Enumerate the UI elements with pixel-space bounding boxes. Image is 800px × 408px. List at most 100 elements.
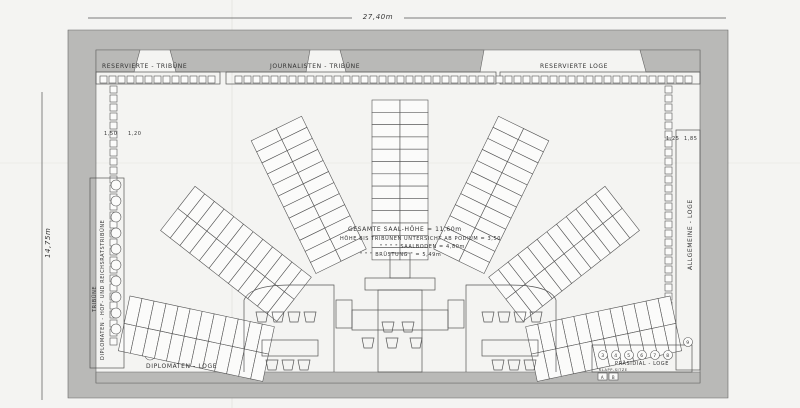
folding-seat (597, 372, 608, 381)
seat (207, 75, 216, 84)
desk (297, 359, 311, 371)
presidial-box-label: PRÄSIDIAL - LOGE (615, 360, 669, 367)
seat (335, 237, 367, 262)
seat (621, 75, 630, 84)
seat (468, 75, 477, 84)
diplomat-box-label: DIPLOMATEN - LOGE (146, 363, 217, 370)
seat (664, 85, 673, 94)
presidial-seat (650, 350, 660, 360)
seat (664, 211, 673, 220)
presidial-seat-number: 6 (640, 353, 643, 359)
seat (664, 274, 673, 283)
seating-sector (371, 99, 429, 261)
desk (281, 359, 295, 371)
seat (664, 256, 673, 265)
desk (513, 311, 527, 323)
seat (360, 75, 369, 84)
seat (664, 94, 673, 103)
presidial-seat (683, 337, 693, 347)
seat (315, 75, 324, 84)
seat (399, 173, 429, 187)
seat (505, 291, 534, 322)
round-seat (110, 323, 122, 335)
seat (450, 75, 459, 84)
seat (171, 75, 180, 84)
seat (252, 75, 261, 84)
desk (385, 337, 399, 349)
podium-desks (255, 311, 543, 371)
desk (361, 337, 375, 349)
width-dimension: 27,40m (88, 12, 726, 22)
seat (664, 139, 673, 148)
desk (529, 311, 543, 323)
seat (243, 75, 252, 84)
seat (108, 75, 117, 84)
seat (399, 148, 429, 162)
aisle-dimension: 1,20 (128, 131, 142, 137)
round-seat (110, 211, 122, 223)
seat (441, 75, 450, 84)
seating-sector (250, 115, 367, 274)
seat (371, 112, 401, 125)
seat (495, 75, 504, 84)
seat (675, 75, 684, 84)
seat (333, 75, 342, 84)
desk (523, 359, 537, 371)
seat (513, 75, 522, 84)
seat (664, 103, 673, 112)
seat (664, 193, 673, 202)
seat (664, 121, 673, 130)
seat (371, 99, 401, 113)
seat (664, 166, 673, 175)
presidial-seat (611, 350, 621, 360)
seating-sector (117, 295, 275, 382)
seat (99, 75, 108, 84)
folding-seat-label: A (601, 375, 604, 380)
seat (399, 185, 429, 199)
presidial-seat-number: 5 (627, 353, 630, 359)
seat (399, 161, 429, 175)
seat (664, 220, 673, 229)
seat (261, 75, 270, 84)
round-seat (110, 259, 122, 271)
seating-sector (160, 185, 312, 322)
seat (585, 75, 594, 84)
round-seat (110, 275, 122, 287)
journalist-tribune-label: JOURNALISTEN - TRIBÜNE (269, 63, 360, 70)
seat (371, 148, 401, 162)
seat (351, 75, 360, 84)
seat (399, 136, 429, 150)
seat (612, 75, 621, 84)
desk (303, 311, 317, 323)
seat (109, 148, 118, 157)
seat (459, 75, 468, 84)
height-notes: GESAMTE SAAL-HÖHE = 11,60m HÖHE BIS TRIB… (340, 226, 500, 258)
seat (371, 210, 401, 224)
seat (486, 75, 495, 84)
seat (396, 75, 405, 84)
seat (126, 75, 135, 84)
seat (630, 75, 639, 84)
seat (270, 75, 279, 84)
seat (664, 112, 673, 121)
desk (271, 311, 285, 323)
desk (491, 359, 505, 371)
seat (371, 173, 401, 187)
depth-dimension-label: 14,75m (44, 228, 52, 258)
folding-seat-label: B (612, 375, 615, 380)
seat (109, 94, 118, 103)
round-seat (110, 291, 122, 303)
desk (507, 359, 521, 371)
seat (664, 229, 673, 238)
aisle-dimension: 1,85 (684, 136, 698, 142)
folding-seat (608, 372, 619, 381)
seat (324, 75, 333, 84)
seat (288, 75, 297, 84)
seat (399, 124, 429, 138)
seat (109, 112, 118, 121)
reserved-tribune-label: RESERVIERTE - TRIBÜNE (102, 63, 187, 70)
seat (109, 157, 118, 166)
note-line: " " " " SAALBODEN = 4,80m (380, 244, 465, 250)
seat (297, 75, 306, 84)
